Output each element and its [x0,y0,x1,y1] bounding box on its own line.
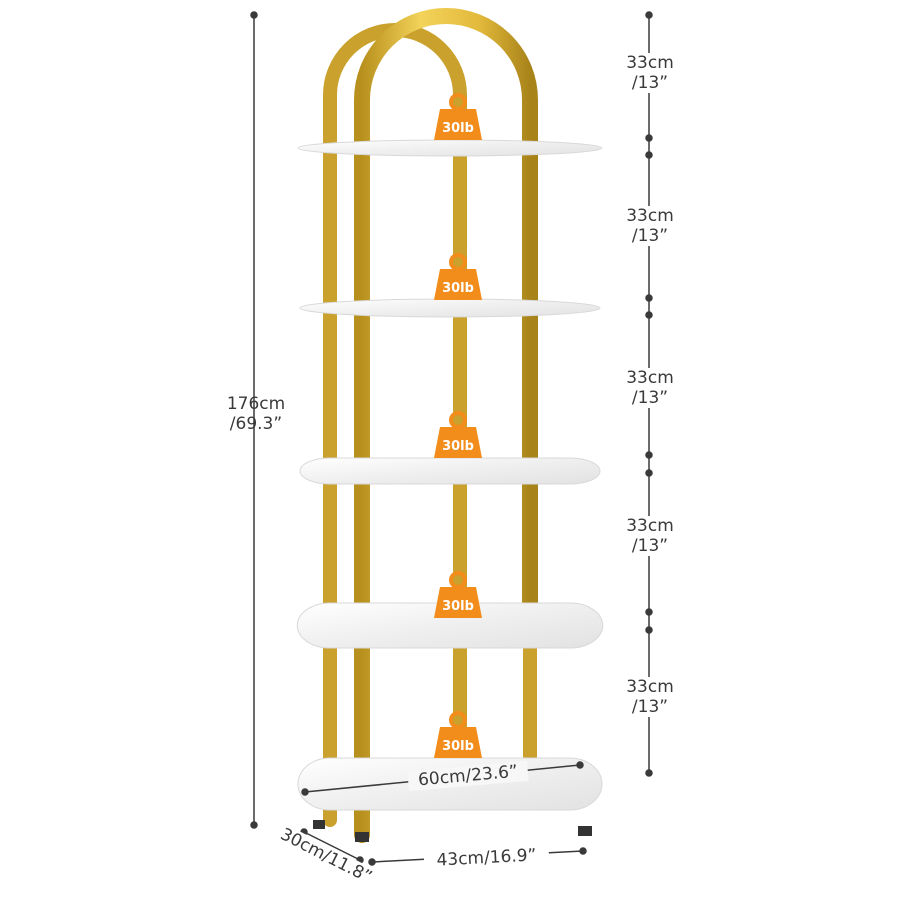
foot-right [578,826,592,836]
load-badge-1: 30lb [442,121,474,136]
shelf-3 [299,457,601,485]
weight-icon [434,93,482,758]
shelf-2 [299,298,601,318]
total-height-label: 176cm /69.3” [226,394,286,434]
shelf-1 [297,139,603,157]
foot-back-left [313,820,325,829]
shelf-spacing-label-5: 33cm/13” [620,677,680,717]
shelf-spacing-label-4: 33cm/13” [620,516,680,556]
load-badge-5: 30lb [442,739,474,754]
shelf-spacing-label-2: 33cm/13” [620,206,680,246]
shelf-spacing-label-1: 33cm/13” [620,53,680,93]
shelf-spacing-label-3: 33cm/13” [620,368,680,408]
shelf-4 [296,602,604,649]
front-arch-frame [354,8,538,843]
load-badge-2: 30lb [442,281,474,296]
load-badge-4: 30lb [442,599,474,614]
foot-left [355,832,369,842]
load-badge-3: 30lb [442,439,474,454]
